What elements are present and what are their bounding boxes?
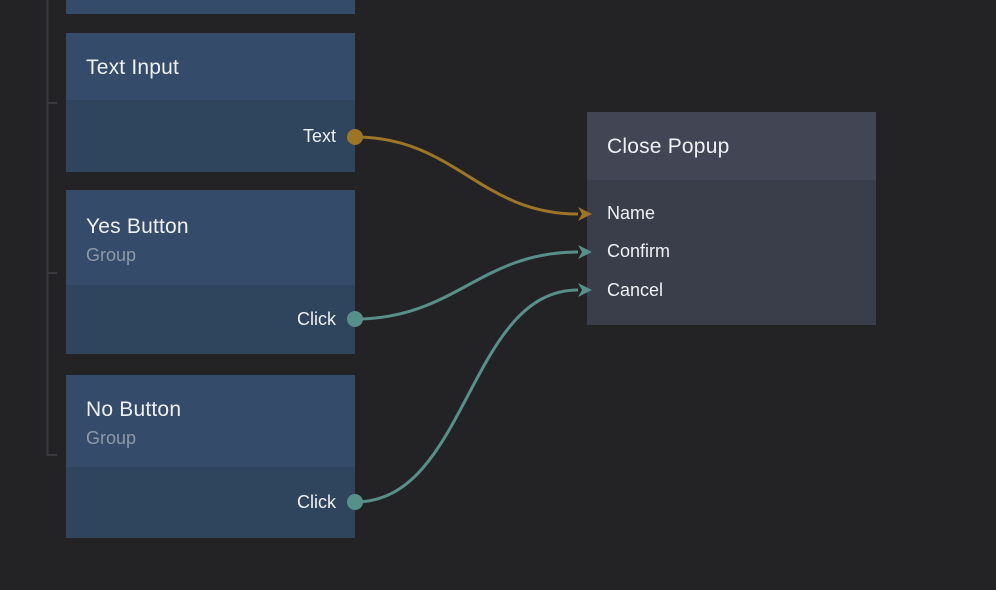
output-port-label: Click	[297, 309, 336, 329]
wire-text-to-name[interactable]	[354, 135, 579, 216]
node-close-popup[interactable]: Close Popup Name Confirm Cancel	[587, 112, 876, 325]
node-body: Click	[66, 285, 355, 354]
node-title: No Button	[86, 398, 182, 421]
input-port-confirm[interactable]: Confirm	[607, 241, 671, 262]
wire-noclick-to-cancel[interactable]	[354, 288, 579, 504]
node-title: Text Input	[86, 56, 180, 79]
node-header: No Button Group	[66, 375, 355, 467]
node-title: Yes Button	[86, 214, 189, 238]
node-subtitle: Group	[86, 244, 137, 265]
tree-bracket-line	[46, 0, 57, 456]
node-header	[66, 0, 355, 14]
wire-yesclick-to-confirm[interactable]	[354, 250, 579, 321]
node-body: Click	[66, 467, 355, 538]
input-port-cancel[interactable]: Cancel	[607, 279, 664, 300]
node-header: Text Input	[66, 33, 355, 100]
node-text-input[interactable]: Text Input Text	[66, 33, 355, 172]
output-port-label: Click	[297, 492, 336, 512]
node-partial-top[interactable]	[66, 0, 355, 14]
node-header: Yes Button Group	[66, 190, 355, 285]
node-subtitle: Group	[86, 428, 137, 448]
node-body: Text	[66, 100, 355, 172]
output-port-label: Text	[302, 125, 336, 146]
node-no-button[interactable]: No Button Group Click	[66, 375, 355, 538]
node-title: Close Popup	[607, 134, 730, 158]
input-port-name[interactable]: Name	[607, 202, 656, 223]
node-header: Close Popup	[587, 112, 876, 180]
node-yes-button[interactable]: Yes Button Group Click	[66, 190, 355, 354]
node-body: Name Confirm Cancel	[587, 180, 876, 325]
